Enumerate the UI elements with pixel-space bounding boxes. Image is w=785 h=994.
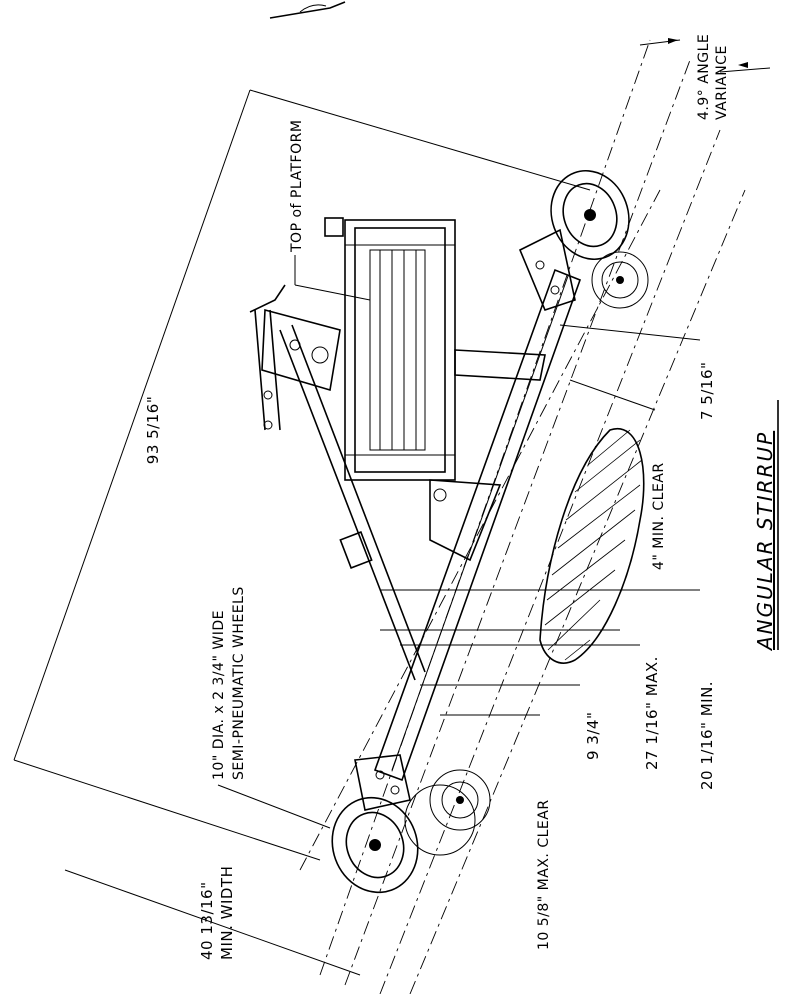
angle-label: 4.9° ANGLE: [696, 34, 712, 120]
wheels-label-line2: SEMI-PNEUMATIC WHEELS: [231, 586, 247, 780]
platform: [324, 217, 456, 481]
dimension-lines: [13, 38, 771, 976]
rear-wheel: [518, 169, 649, 311]
min-clear-4-label: 4" MIN. CLEAR: [651, 462, 667, 570]
min-width-note: MIN. WIDTH: [218, 866, 236, 960]
dim-9-3-4-label: 9 3/4": [584, 712, 602, 760]
dim-20-1-16-label: 20 1/16" MIN.: [698, 681, 716, 790]
support-strut: [429, 349, 546, 562]
hydraulic-brace: [279, 324, 426, 681]
top-of-platform-label: TOP of PLATFORM: [289, 120, 305, 253]
front-wheel: [331, 754, 491, 894]
dim-27-1-16-label: 27 1/16" MAX.: [643, 656, 661, 770]
ground-relief: [539, 427, 645, 664]
top-partial-detail: [269, 1, 346, 19]
labels: 93 5/16" 40 13/16" MIN. WIDTH 4.9° ANGLE…: [144, 34, 779, 960]
angle-note: VARIANCE: [714, 45, 730, 120]
main-frame-beam: [373, 268, 582, 782]
max-clear-label: 10 5/8" MAX. CLEAR: [536, 799, 552, 950]
diagram-title: ANGULAR STIRRUP: [753, 431, 777, 652]
tow-handle: [249, 284, 341, 431]
wheels-label-line1: 10" DIA. x 2 3/4" WIDE: [211, 610, 227, 780]
overall-length-label: 93 5/16": [144, 396, 162, 464]
min-width-label: 40 13/16": [198, 882, 216, 960]
dim-7-5-16-label: 7 5/16": [698, 362, 716, 420]
surface-lines: [299, 39, 746, 994]
